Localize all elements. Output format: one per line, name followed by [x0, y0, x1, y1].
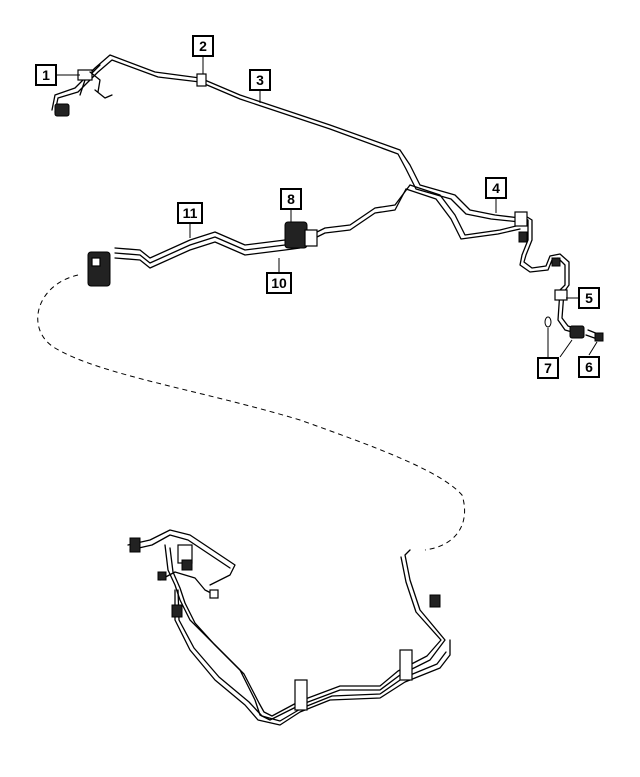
rear-brake-line-assembly [127, 529, 451, 726]
callout-4[interactable]: 4 [485, 177, 507, 199]
middle-brake-lines [87, 184, 411, 287]
callout-6[interactable]: 6 [578, 356, 600, 378]
callout-2[interactable]: 2 [192, 35, 214, 57]
right-front-line [405, 184, 604, 342]
leader-lines [56, 57, 598, 358]
main-brake-line [196, 73, 521, 223]
front-left-fitting-assembly [51, 54, 201, 117]
callout-3[interactable]: 3 [249, 69, 271, 91]
dashed-connection-line [37, 274, 466, 551]
callout-8[interactable]: 8 [280, 188, 302, 210]
callout-5[interactable]: 5 [578, 287, 600, 309]
callout-7[interactable]: 7 [537, 357, 559, 379]
callout-11[interactable]: 11 [177, 202, 203, 224]
callout-10[interactable]: 10 [266, 272, 292, 294]
callout-1[interactable]: 1 [35, 64, 57, 86]
